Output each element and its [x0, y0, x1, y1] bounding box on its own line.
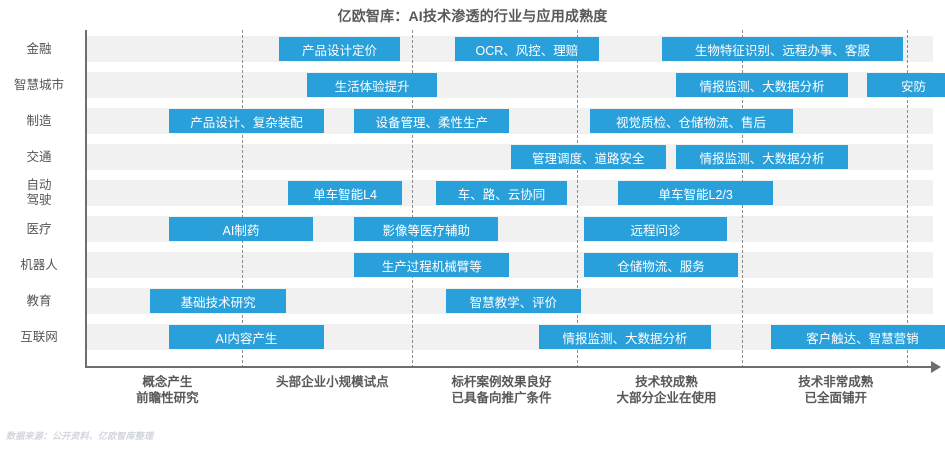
x-axis-stage-label-line: 技术较成熟 [635, 375, 698, 389]
y-axis-label-line: 金融 [26, 41, 52, 56]
maturity-bar[interactable]: 单车智能L2/3 [618, 181, 774, 205]
maturity-bar[interactable]: 远程问诊 [583, 217, 728, 241]
y-axis-label-机器人: 机器人 [0, 258, 78, 273]
x-axis-stage-label: 概念产生前瞻性研究 [77, 374, 257, 406]
maturity-matrix-plot: 金融 产品设计定价 OCR、风控、理赔 生物特征识别、远程办事、客服智慧城市 生活体验提… [0, 30, 945, 373]
x-axis-stage-label-line: 标杆案例效果良好 [451, 375, 552, 389]
maturity-bar[interactable]: 仓储物流、服务 [583, 253, 739, 277]
y-axis-label-教育: 教育 [0, 294, 78, 309]
gridline-5 [906, 30, 908, 368]
y-axis-label-line: 机器人 [20, 257, 58, 272]
y-axis-line [85, 30, 87, 368]
maturity-bar[interactable]: 情报监测、大数据分析 [675, 73, 849, 97]
x-axis-line [85, 366, 933, 368]
gridline-1 [241, 30, 243, 368]
y-axis-label-line: 医疗 [26, 221, 52, 236]
maturity-bar[interactable]: 管理调度、道路安全 [510, 145, 666, 169]
y-axis-label-互联网: 互联网 [0, 330, 78, 345]
y-axis-label-自动驾驶: 自动驾驶 [0, 178, 78, 208]
y-axis-label-制造: 制造 [0, 114, 78, 129]
maturity-bar[interactable]: 产品设计定价 [279, 37, 400, 61]
x-axis-stage-label-line: 前瞻性研究 [136, 391, 199, 405]
y-axis-label-line: 制造 [26, 113, 52, 128]
matrix-row: 机器人 生产过程机械臂等 仓储物流、服务 [0, 252, 945, 278]
matrix-row: 智慧城市 生活体验提升 情报监测、大数据分析安防 [0, 72, 945, 98]
matrix-row: 交通 管理调度、道路安全情报监测、大数据分析 [0, 144, 945, 170]
maturity-bar[interactable]: AI制药 [169, 217, 313, 241]
maturity-bar[interactable]: 生活体验提升 [306, 73, 438, 97]
matrix-row: 金融 产品设计定价 OCR、风控、理赔 生物特征识别、远程办事、客服 [0, 36, 945, 62]
y-axis-label-line: 互联网 [20, 329, 58, 344]
maturity-bar[interactable]: 设备管理、柔性生产 [354, 109, 510, 133]
matrix-row: 医疗 AI制药 影像等医疗辅助 远程问诊 [0, 216, 945, 242]
page-title: 亿欧智库：AI技术渗透的行业与应用成熟度 [337, 8, 608, 24]
gridline-3 [576, 30, 578, 368]
maturity-bar[interactable]: 单车智能L4 [288, 181, 402, 205]
maturity-bar[interactable]: 影像等医疗辅助 [354, 217, 499, 241]
x-axis-stage-label: 标杆案例效果良好已具备向推广条件 [412, 374, 592, 406]
x-axis-stage-label: 技术非常成熟已全面铺开 [746, 374, 926, 406]
maturity-bar[interactable]: 情报监测、大数据分析 [538, 325, 712, 349]
x-axis-stage-label-line: 已具备向推广条件 [451, 391, 552, 405]
maturity-bar[interactable]: 安防 [867, 73, 945, 97]
maturity-bar[interactable]: AI内容产生 [169, 325, 324, 349]
y-axis-label-line: 驾驶 [26, 193, 52, 207]
x-axis-stage-label-line: 已全面铺开 [804, 391, 867, 405]
y-axis-label-line: 自动 [26, 178, 52, 192]
matrix-row: 制造 产品设计、复杂装配 设备管理、柔性生产 视觉质检、仓储物流、售后 [0, 108, 945, 134]
x-axis-arrow-icon [931, 361, 941, 373]
matrix-row: 自动驾驶 单车智能L4 车、路、云协同 单车智能L2/3 [0, 178, 945, 208]
row-band [87, 252, 933, 278]
x-axis-stage-label-line: 大部分企业在使用 [616, 391, 717, 405]
matrix-row: 互联网 AI内容产生 情报监测、大数据分析 客户触达、智慧营销 [0, 324, 945, 350]
y-axis-label-智慧城市: 智慧城市 [0, 78, 78, 93]
x-axis-stage-label-line: 概念产生 [142, 375, 193, 389]
maturity-bar[interactable]: 情报监测、大数据分析 [675, 145, 849, 169]
y-axis-label-交通: 交通 [0, 150, 78, 165]
y-axis-label-医疗: 医疗 [0, 222, 78, 237]
maturity-bar[interactable]: 客户触达、智慧营销 [771, 325, 945, 349]
y-axis-label-line: 教育 [26, 293, 52, 308]
x-axis-stage-label-line: 头部企业小规模试点 [276, 375, 389, 389]
maturity-bar[interactable]: 视觉质检、仓储物流、售后 [589, 109, 793, 133]
y-axis-label-金融: 金融 [0, 42, 78, 57]
y-axis-label-line: 交通 [26, 149, 52, 164]
maturity-bar[interactable]: 生物特征识别、远程办事、客服 [662, 37, 903, 61]
x-axis-stage-label: 技术较成熟大部分企业在使用 [577, 374, 757, 406]
matrix-row: 教育 基础技术研究 智慧教学、评价 [0, 288, 945, 314]
y-axis-label-line: 智慧城市 [13, 77, 64, 92]
maturity-bar[interactable]: 车、路、云协同 [436, 181, 567, 205]
gridline-2 [411, 30, 413, 368]
maturity-bar[interactable]: 产品设计、复杂装配 [169, 109, 324, 133]
maturity-bar[interactable]: 智慧教学、评价 [445, 289, 582, 313]
x-axis-stage-label: 头部企业小规模试点 [242, 374, 422, 390]
maturity-bar[interactable]: 生产过程机械臂等 [354, 253, 510, 277]
maturity-bar[interactable]: OCR、风控、理赔 [455, 37, 599, 61]
x-axis-stage-label-line: 技术非常成熟 [798, 375, 874, 389]
maturity-bar[interactable]: 基础技术研究 [150, 289, 286, 313]
source-note: 数据来源：公开资料、亿欧智库整理 [6, 431, 154, 441]
